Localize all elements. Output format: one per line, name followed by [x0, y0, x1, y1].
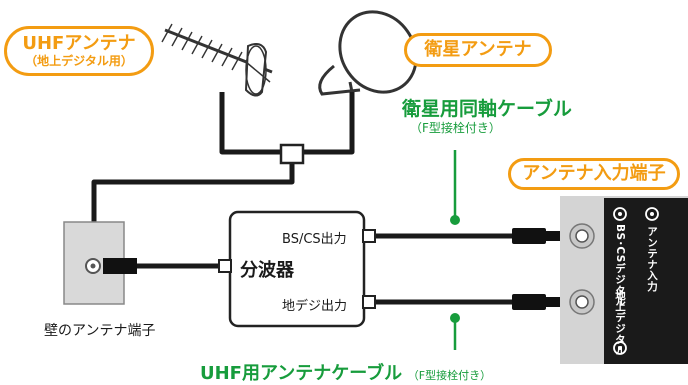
satellite-dish-icon [318, 10, 418, 96]
f-connector-icon [512, 228, 560, 310]
tv-panel-bs-cs-text: BS･CSデジタル [614, 224, 626, 307]
uhf-cable-subtitle: （F型接栓付き） [407, 369, 492, 382]
bs-cs-output-label: BS/CS出力 [282, 232, 347, 247]
terrestrial-output-label: 地デジ出力 [282, 299, 348, 314]
uhf-antenna-icon [161, 23, 273, 97]
wall-terminal-caption: 壁のアンテナ端子 [44, 323, 156, 339]
wall-outlet [63, 221, 137, 305]
satellite-cable-title: 衛星用同軸ケーブル [402, 98, 572, 120]
satellite-antenna-label: 衛星アンテナ [404, 33, 552, 67]
satellite-antenna-text: 衛星アンテナ [424, 39, 532, 60]
tv-input-panel [560, 196, 688, 364]
uhf-antenna-subtitle: （地上デジタル用） [25, 53, 133, 68]
uhf-cable-label: UHF用アンテナケーブル （F型接栓付き） [200, 359, 491, 385]
antenna-input-terminal-label: アンテナ入力端子 [508, 158, 680, 190]
satellite-cable-label: 衛星用同軸ケーブル [402, 94, 572, 121]
tv-panel-antenna-input-text: アンテナ入力 [646, 226, 658, 292]
satellite-cable-subtitle: （F型接栓付き） [410, 121, 501, 135]
tv-panel-terrestrial-text: 地上デジタル [614, 290, 626, 356]
uhf-antenna-label: UHFアンテナ （地上デジタル用） [4, 26, 154, 76]
antenna-input-terminal-text: アンテナ入力端子 [522, 163, 666, 184]
mixer-box [279, 143, 305, 165]
splitter-label: 分波器 [240, 260, 294, 281]
uhf-antenna-title: UHFアンテナ [22, 33, 136, 54]
uhf-cable-title: UHF用アンテナケーブル [200, 363, 403, 384]
